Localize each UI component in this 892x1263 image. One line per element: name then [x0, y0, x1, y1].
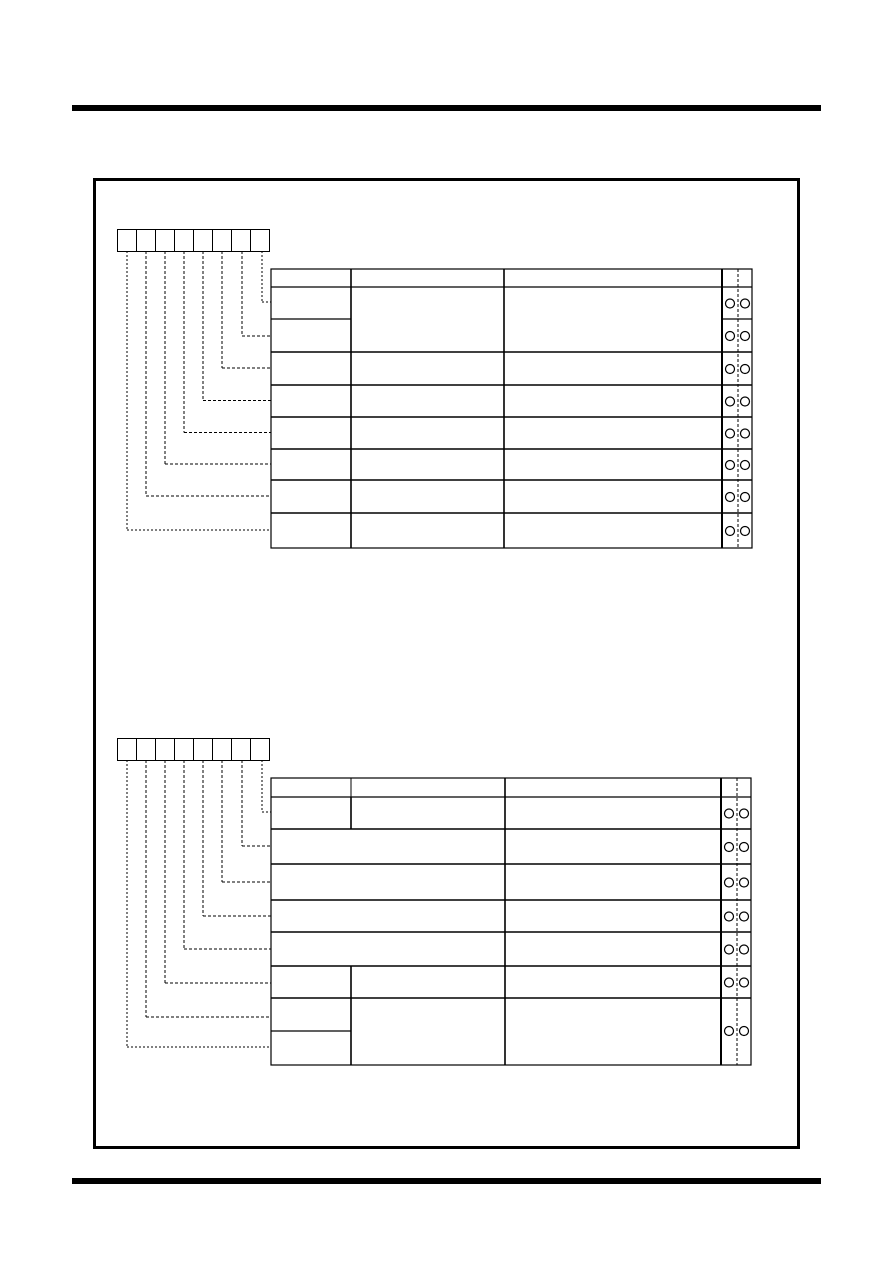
- read-mark-icon: [724, 330, 736, 342]
- write-mark-icon: [739, 396, 751, 407]
- write-mark-icon: [738, 841, 750, 853]
- bit-cell: [212, 229, 232, 252]
- top-rule: [72, 105, 821, 111]
- write-mark-icon: [738, 1025, 750, 1037]
- read-mark-icon: [724, 525, 736, 537]
- write-mark-icon: [738, 877, 750, 888]
- bit-cell: [212, 738, 232, 761]
- write-mark-icon: [739, 330, 751, 342]
- write-mark-icon: [738, 808, 750, 819]
- read-mark-icon: [724, 363, 736, 375]
- bit-cell: [193, 738, 213, 761]
- read-mark-icon: [723, 944, 735, 955]
- read-mark-icon: [724, 298, 736, 309]
- bit-cell: [174, 229, 194, 252]
- read-mark-icon: [723, 911, 735, 922]
- bit-cell: [117, 738, 137, 761]
- read-mark-icon: [724, 396, 736, 407]
- register-diagram-1: [117, 229, 753, 549]
- register-table: [270, 268, 753, 549]
- bit-cell: [250, 738, 270, 761]
- write-mark-icon: [739, 525, 751, 537]
- read-mark-icon: [723, 808, 735, 819]
- bit-cell: [231, 738, 251, 761]
- write-mark-icon: [738, 944, 750, 955]
- bit-cell: [155, 738, 175, 761]
- write-mark-icon: [738, 911, 750, 922]
- read-mark-icon: [724, 491, 736, 503]
- write-mark-icon: [739, 428, 751, 439]
- bit-cell: [136, 738, 156, 761]
- bit-cell: [136, 229, 156, 252]
- bit-cell: [231, 229, 251, 252]
- write-mark-icon: [739, 491, 751, 503]
- outer-frame: [93, 178, 800, 1149]
- read-mark-icon: [723, 977, 735, 988]
- bottom-rule: [72, 1178, 821, 1184]
- read-mark-icon: [723, 1025, 735, 1037]
- bit-cell: [117, 229, 137, 252]
- write-mark-icon: [739, 298, 751, 309]
- read-mark-icon: [723, 841, 735, 853]
- register-diagram-2: [117, 738, 752, 1066]
- write-mark-icon: [738, 977, 750, 988]
- bit-cell: [155, 229, 175, 252]
- register-table: [270, 777, 752, 1066]
- write-mark-icon: [739, 363, 751, 375]
- bit-cell: [193, 229, 213, 252]
- read-mark-icon: [724, 459, 736, 471]
- bit-cell: [250, 229, 270, 252]
- bit-cell: [174, 738, 194, 761]
- write-mark-icon: [739, 459, 751, 471]
- read-mark-icon: [724, 428, 736, 439]
- read-mark-icon: [723, 877, 735, 888]
